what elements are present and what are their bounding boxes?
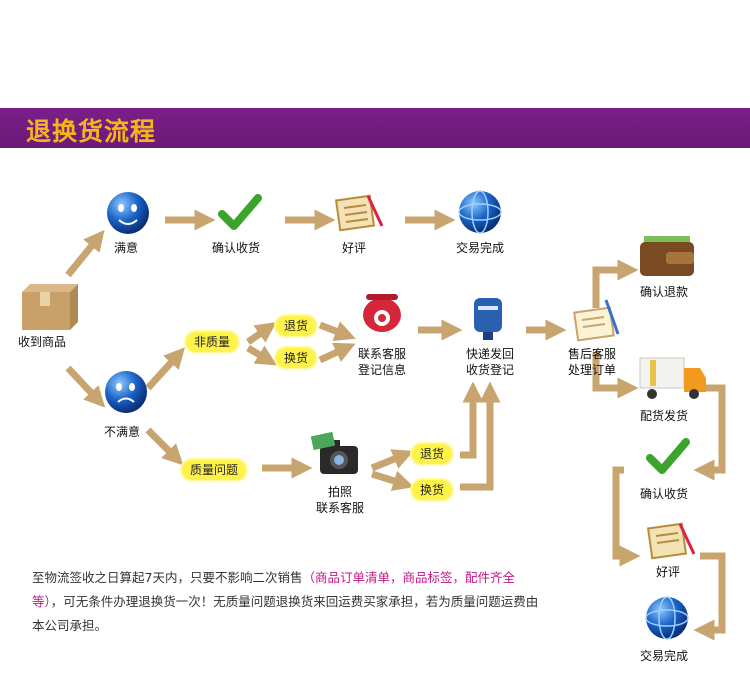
telephone-icon xyxy=(363,294,401,332)
arrow-to-unsatisfied xyxy=(68,368,98,400)
label-good-review: 好评 xyxy=(342,240,366,256)
label-express-line1: 快递发回 xyxy=(460,346,520,362)
arrow-to-nonquality xyxy=(148,355,178,388)
label-ship: 配货发货 xyxy=(640,408,688,424)
label-aftersale-line2: 处理订单 xyxy=(560,362,624,378)
label-contact-cs-line1: 联系客服 xyxy=(354,346,410,362)
smiley-unsatisfied-icon xyxy=(105,371,147,413)
policy-note-part1: 至物流签收之日算起7天内，只要不影响二次销售 xyxy=(32,570,302,585)
tag-exchange-a: 换货 xyxy=(276,348,316,368)
label-aftersale: 售后客服 处理订单 xyxy=(560,346,624,378)
label-photo: 拍照 联系客服 xyxy=(310,484,370,516)
arrow-review-done-2 xyxy=(700,556,722,630)
arrow-ship-confirm xyxy=(700,388,722,470)
globe-done-icon xyxy=(459,191,501,233)
arrow-to-exchange-a xyxy=(248,348,268,360)
package-box-icon xyxy=(22,284,78,330)
tag-exchange-b: 换货 xyxy=(412,480,452,500)
camera-icon xyxy=(311,432,358,474)
arrow-exchange-a-cs xyxy=(320,348,346,360)
label-photo-line1: 拍照 xyxy=(310,484,370,500)
label-contact-cs: 联系客服 登记信息 xyxy=(354,346,410,378)
arrow-aftersale-refund xyxy=(596,270,628,308)
arrow-to-quality xyxy=(148,430,176,458)
label-deal-done-2: 交易完成 xyxy=(640,648,688,664)
label-express: 快递发回 收货登记 xyxy=(460,346,520,378)
tag-quality-issue: 质量问题 xyxy=(182,460,246,480)
policy-note: 至物流签收之日算起7天内，只要不影响二次销售（商品订单清单，商品标签，配件齐全等… xyxy=(32,566,542,638)
tag-return-b: 退货 xyxy=(412,444,452,464)
label-refund: 确认退款 xyxy=(640,284,688,300)
label-unsatisfied: 不满意 xyxy=(104,424,140,440)
smiley-satisfied-icon xyxy=(107,192,149,234)
arrow-photo-exchange-b xyxy=(372,474,404,484)
arrow-to-satisfied xyxy=(68,238,98,275)
label-satisfied: 满意 xyxy=(114,240,138,256)
label-confirm-receipt: 确认收货 xyxy=(212,240,260,256)
label-receive: 收到商品 xyxy=(18,334,66,350)
label-photo-line2: 联系客服 xyxy=(310,500,370,516)
label-confirm-receipt-2: 确认收货 xyxy=(640,486,688,502)
arrow-to-return-a xyxy=(248,328,268,342)
clipboard-review-icon xyxy=(336,196,382,230)
arrow-return-b-express xyxy=(460,392,473,455)
label-aftersale-line1: 售后客服 xyxy=(560,346,624,362)
clipboard-review-icon-2 xyxy=(648,524,694,558)
wallet-refund-icon xyxy=(640,236,694,276)
check-mark-icon xyxy=(222,198,258,226)
label-good-review-2: 好评 xyxy=(656,564,680,580)
tag-non-quality: 非质量 xyxy=(186,332,238,352)
arrow-photo-return-b xyxy=(372,455,404,468)
check-mark-icon-2 xyxy=(650,442,686,470)
delivery-truck-icon xyxy=(640,358,706,399)
globe-done-icon-2 xyxy=(646,597,688,639)
label-express-line2: 收货登记 xyxy=(460,362,520,378)
policy-note-part2: ，可无条件办理退换货一次！无质量问题退换货来回运费买家承担，若为质量问题运费由本… xyxy=(32,594,538,633)
arrow-return-a-cs xyxy=(320,325,346,335)
label-contact-cs-line2: 登记信息 xyxy=(354,362,410,378)
tag-return-a: 退货 xyxy=(276,316,316,336)
arrow-confirm-review-2 xyxy=(616,470,630,556)
label-deal-done: 交易完成 xyxy=(456,240,504,256)
mailbox-icon xyxy=(474,298,502,340)
